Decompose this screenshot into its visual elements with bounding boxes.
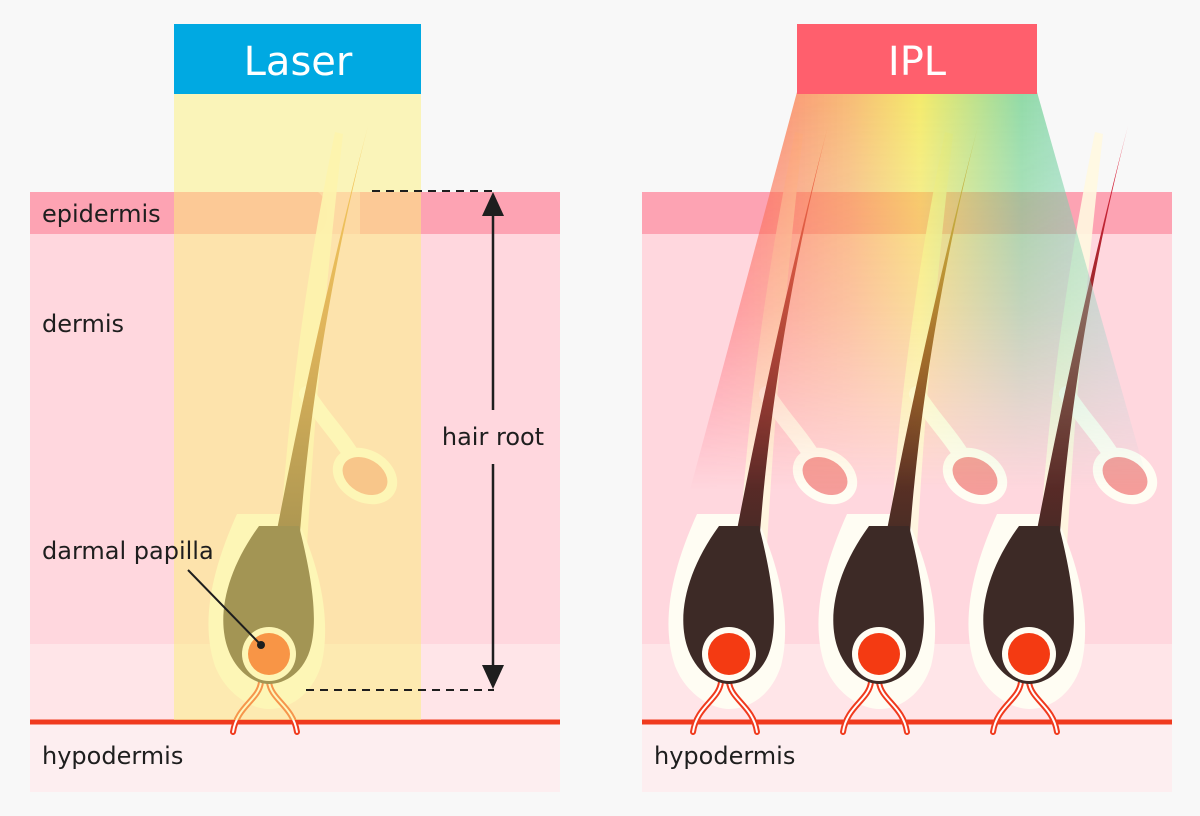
hair-root-label: hair root [442,423,544,451]
ipl-papilla-dot-2 [858,633,900,675]
ipl-papilla-dot-1 [708,633,750,675]
ipl-panel: IPL hypodermis [642,24,1172,792]
dermal-papilla-label: darmal papilla [42,537,214,565]
arrow-up-head [482,192,504,216]
hypodermis-label: hypodermis [42,742,183,770]
laser-panel: Laser epidermis dermis darmal papilla hy… [30,24,560,792]
arrow-down-head [482,665,504,689]
dermis-label: dermis [42,310,124,338]
laser-beam [174,92,421,720]
epidermis-label: epidermis [42,200,161,228]
ipl-title-bar [797,24,1037,94]
papilla-pointer-dot [257,641,265,649]
ipl-hypodermis-label: hypodermis [654,742,795,770]
ipl-spectrum-beam [690,92,1150,490]
ipl-papilla-dot-3 [1008,633,1050,675]
laser-title: Laser [244,39,353,85]
laser-title-bar [174,24,421,94]
papilla-pointer-line [187,569,261,645]
ipl-title: IPL [888,39,947,85]
